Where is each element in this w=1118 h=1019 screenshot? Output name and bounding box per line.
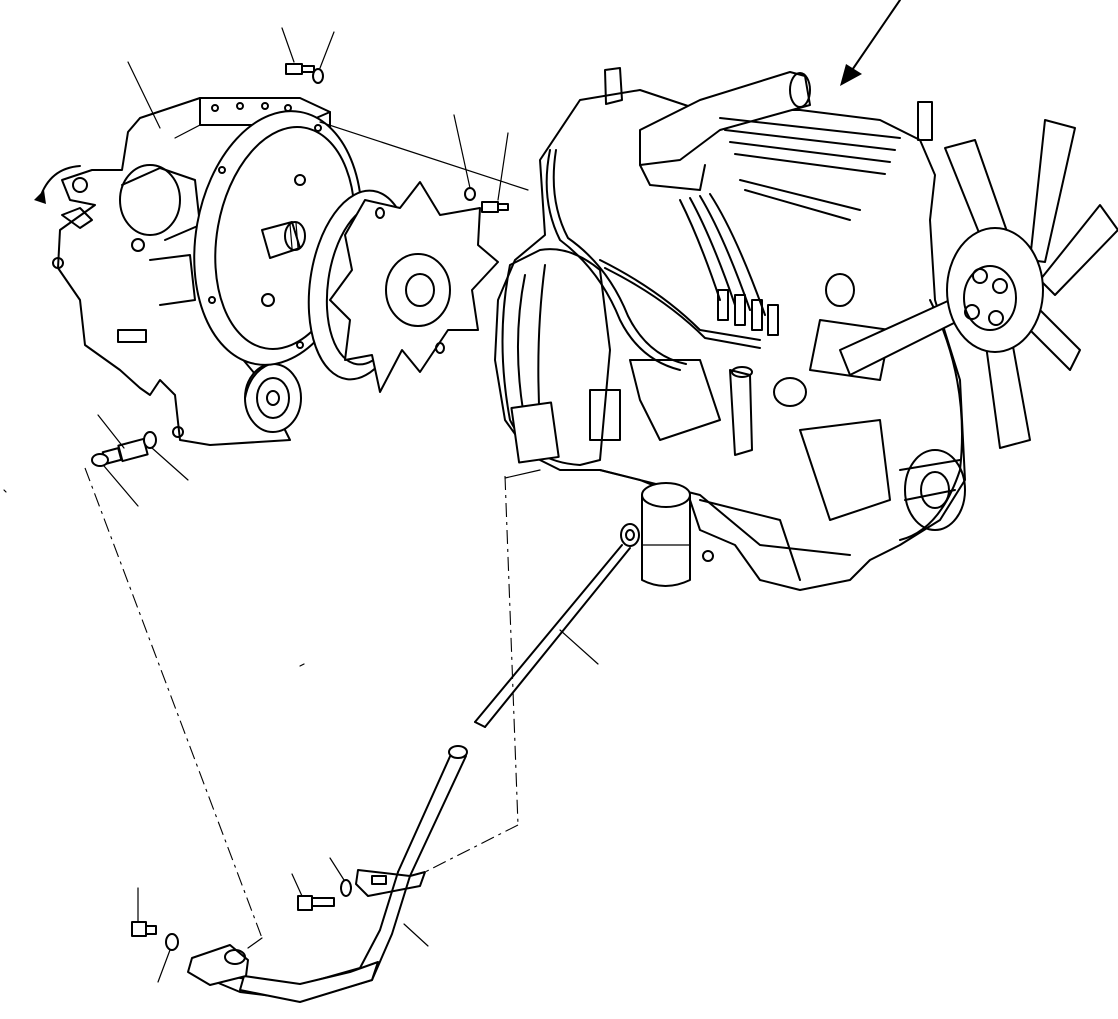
leader-lines: [3, 27, 599, 983]
bolt-icon: [481, 201, 509, 213]
dipstick-icon: [474, 523, 640, 728]
bolt-icon: [131, 921, 157, 937]
o-ring-icon: [91, 453, 109, 467]
guide-tube-icon: [187, 745, 468, 1003]
assembly-lines: [84, 121, 541, 949]
washer-icon: [340, 879, 352, 897]
star-coupling: [307, 181, 499, 393]
bolt-icon: [297, 895, 335, 911]
engine-block: [494, 67, 966, 591]
bolt-icon: [285, 63, 315, 75]
washer-icon: [165, 933, 179, 951]
filter-canister-icon: [641, 482, 691, 587]
o-ring-icon: [143, 431, 157, 449]
washer-icon: [312, 68, 324, 84]
washer-icon: [464, 187, 476, 201]
fan-blades-icon: [839, 119, 1118, 449]
view-arrow-icon: [840, 0, 901, 86]
plug-icon: [101, 437, 149, 465]
